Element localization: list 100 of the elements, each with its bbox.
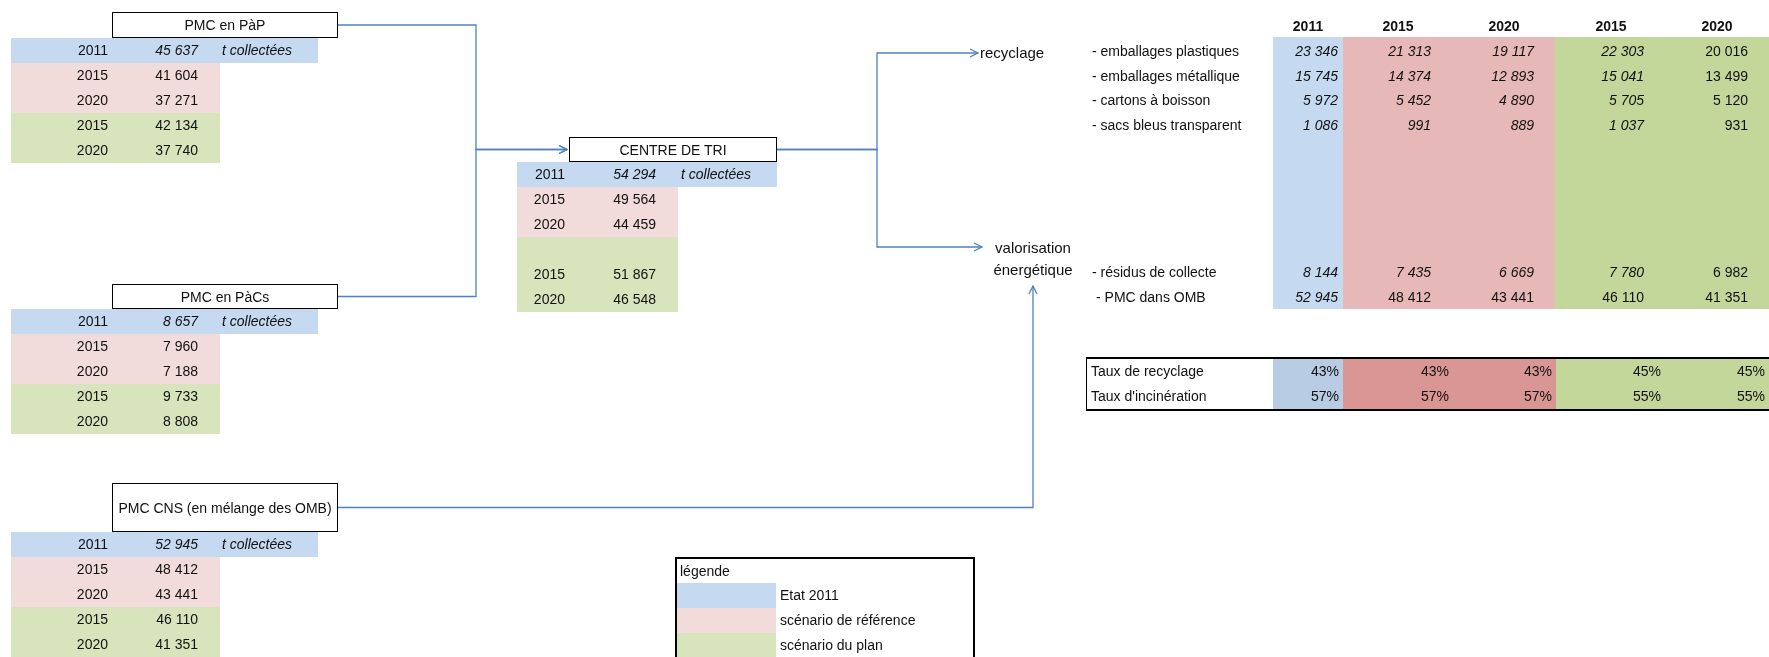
value-text: 41 351 [1705, 288, 1748, 307]
value-text: 889 [1510, 116, 1534, 135]
value-text: 23 346 [1295, 42, 1338, 61]
rate-value: 43% [1453, 359, 1556, 384]
value-text: 991 [1407, 116, 1431, 135]
rate-value: 57% [1273, 384, 1343, 409]
year-label: 2011 [77, 41, 108, 60]
legend-title: légende [680, 562, 730, 581]
column-header: 2020 [1701, 17, 1733, 36]
value-text: 1 086 [1302, 116, 1338, 135]
value-text: 44 459 [613, 215, 656, 234]
column-header: 2011 [1292, 17, 1324, 36]
value-text: 5 452 [1395, 91, 1431, 110]
process-box: PMC CNS (en mélange des OMB) [112, 483, 338, 532]
value-text: 48 412 [1388, 288, 1431, 307]
stage-label: valorisation énergétique [984, 237, 1082, 281]
rate-value: 43% [1273, 359, 1343, 384]
value-text: 48 412 [155, 560, 198, 579]
value-text: 5 120 [1712, 91, 1748, 110]
value-text: 21 313 [1388, 42, 1431, 61]
year-label: 2020 [76, 141, 108, 160]
process-box: PMC en PàP [112, 12, 338, 38]
value-text: 41 351 [155, 635, 198, 654]
value-text: 8 144 [1302, 263, 1338, 282]
rate-value: 55% [1556, 384, 1665, 409]
column-header: 2015 [1595, 17, 1627, 36]
unit-label: t collectées [222, 312, 293, 331]
connector-arrow [776, 148, 983, 252]
connector-arrow [337, 285, 1038, 509]
stage-label: recyclage [980, 42, 1045, 64]
value-text: 7 188 [162, 362, 198, 381]
unit-label: t collectées [222, 41, 293, 60]
unit-label: t collectées [222, 535, 293, 554]
row-label: - cartons à boisson [1092, 91, 1211, 110]
value-text: 14 374 [1388, 67, 1431, 86]
value-text: 19 117 [1492, 42, 1534, 61]
legend-label: Etat 2011 [780, 586, 839, 605]
value-text: 20 016 [1705, 42, 1748, 61]
year-label: 2020 [533, 215, 565, 234]
value-text: 4 890 [1498, 91, 1534, 110]
value-text: 43 441 [1491, 288, 1534, 307]
year-label: 2020 [76, 635, 108, 654]
year-label: 2011 [77, 535, 108, 554]
year-label: 2015 [76, 66, 108, 85]
value-text: 54 294 [613, 165, 656, 184]
row-label: - emballages plastiques [1092, 42, 1240, 61]
year-label: 2015 [76, 116, 108, 135]
value-text: 45 637 [155, 41, 198, 60]
rate-value: 43% [1343, 359, 1453, 384]
value-text: 6 669 [1498, 263, 1534, 282]
year-label: 2015 [76, 337, 108, 356]
connector-arrow [337, 144, 568, 298]
value-text: 51 867 [613, 265, 656, 284]
value-text: 5 972 [1302, 91, 1338, 110]
value-text: 43 441 [155, 585, 198, 604]
rate-value: 57% [1453, 384, 1556, 409]
rate-value: 57% [1343, 384, 1453, 409]
column-header: 2015 [1382, 17, 1414, 36]
year-label: 2015 [76, 610, 108, 629]
year-label: 2015 [533, 190, 565, 209]
row-label: - sacs bleus transparent [1092, 116, 1242, 135]
value-text: 15 745 [1295, 67, 1338, 86]
column-header: 2020 [1488, 17, 1520, 36]
value-text: 7 960 [162, 337, 198, 356]
rate-value: 45% [1665, 359, 1769, 384]
year-label: 2015 [76, 387, 108, 406]
value-text: 8 808 [162, 412, 198, 431]
value-text: 7 780 [1608, 263, 1644, 282]
year-label: 2020 [76, 412, 108, 431]
year-label: 2011 [534, 165, 565, 184]
value-text: 49 564 [613, 190, 656, 209]
value-text: 37 271 [155, 91, 198, 110]
value-text: 13 499 [1705, 67, 1748, 86]
row-label: - emballages métallique [1092, 67, 1240, 86]
value-text: 9 733 [162, 387, 198, 406]
value-text: 6 982 [1712, 263, 1748, 282]
value-text: 52 945 [1295, 288, 1338, 307]
value-text: 7 435 [1395, 263, 1431, 282]
rate-value: 45% [1556, 359, 1665, 384]
value-text: 5 705 [1608, 91, 1644, 110]
value-text: 37 740 [155, 141, 198, 160]
value-text: 8 657 [162, 312, 198, 331]
year-label: 2011 [77, 312, 108, 331]
year-label: 2020 [76, 362, 108, 381]
value-text: 42 134 [155, 116, 198, 135]
year-label: 2020 [533, 290, 565, 309]
value-text: 41 604 [155, 66, 198, 85]
year-label: 2020 [76, 585, 108, 604]
value-text: 22 303 [1601, 42, 1644, 61]
value-text: 52 945 [155, 535, 198, 554]
value-text: 46 110 [1602, 288, 1644, 307]
process-box: CENTRE DE TRI [569, 137, 777, 162]
legend-label: scénario du plan [780, 636, 883, 655]
legend-label: scénario de référence [780, 611, 916, 630]
value-text: 15 041 [1601, 67, 1644, 86]
row-label: - PMC dans OMB [1096, 288, 1206, 307]
value-text: 46 110 [156, 610, 198, 629]
value-text: 46 548 [613, 290, 656, 309]
year-label: 2015 [76, 560, 108, 579]
value-text: 931 [1724, 116, 1748, 135]
